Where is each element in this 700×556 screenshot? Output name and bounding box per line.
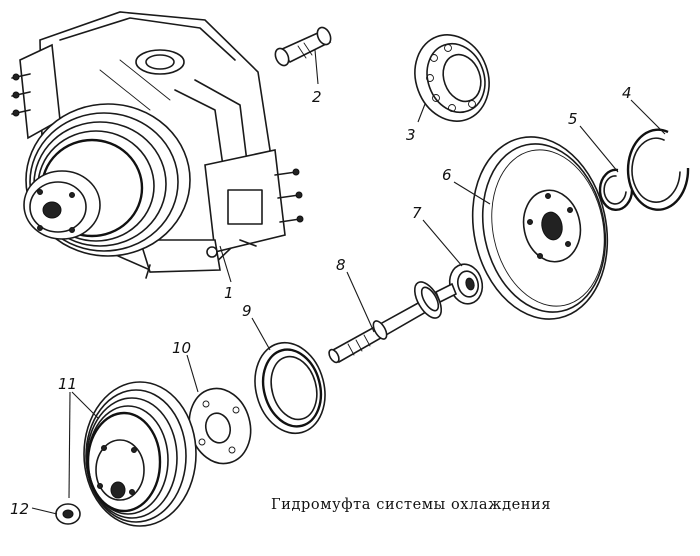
leader-8 [346,271,375,333]
leader-11a [68,391,71,499]
part-5-snap-ring [598,168,634,211]
label-7: 7 [412,204,422,222]
label-4: 4 [622,84,632,102]
leader-5 [579,125,619,173]
part-3-bearing [414,34,490,122]
part-6-turbine-disc [471,136,609,320]
leader-1 [219,245,232,283]
part-2-stud [274,26,332,67]
part-12-nut [55,503,81,525]
label-12: 12 [10,500,29,518]
label-3: 3 [406,126,416,144]
leader-11b [71,391,99,419]
label-10: 10 [172,339,191,357]
leader-6 [453,181,491,205]
part-11-pulley [83,381,197,527]
label-9: 9 [242,302,252,320]
label-8: 8 [336,256,346,274]
label-6: 6 [442,166,452,184]
part-8-shaft [328,281,458,364]
label-2: 2 [312,88,322,106]
leader-10 [186,354,199,393]
part-4-snap-ring [626,128,690,211]
leader-12 [31,507,58,515]
leader-2 [314,49,319,85]
part-1-coupling-housing [11,11,304,279]
leader-4 [630,99,666,135]
leader-7 [422,219,463,267]
leader-lines [31,49,666,515]
part-10-gasket [188,387,252,465]
part-9-seal-ring [254,341,326,435]
leader-9 [251,317,271,351]
label-1: 1 [224,284,234,302]
callout-labels: 1 2 3 4 5 6 7 8 9 10 11 12 [10,84,632,518]
figure-caption: Гидромуфта системы охлаждения [271,497,552,513]
leader-3 [417,103,426,123]
label-5: 5 [568,110,578,128]
label-11: 11 [58,375,77,393]
